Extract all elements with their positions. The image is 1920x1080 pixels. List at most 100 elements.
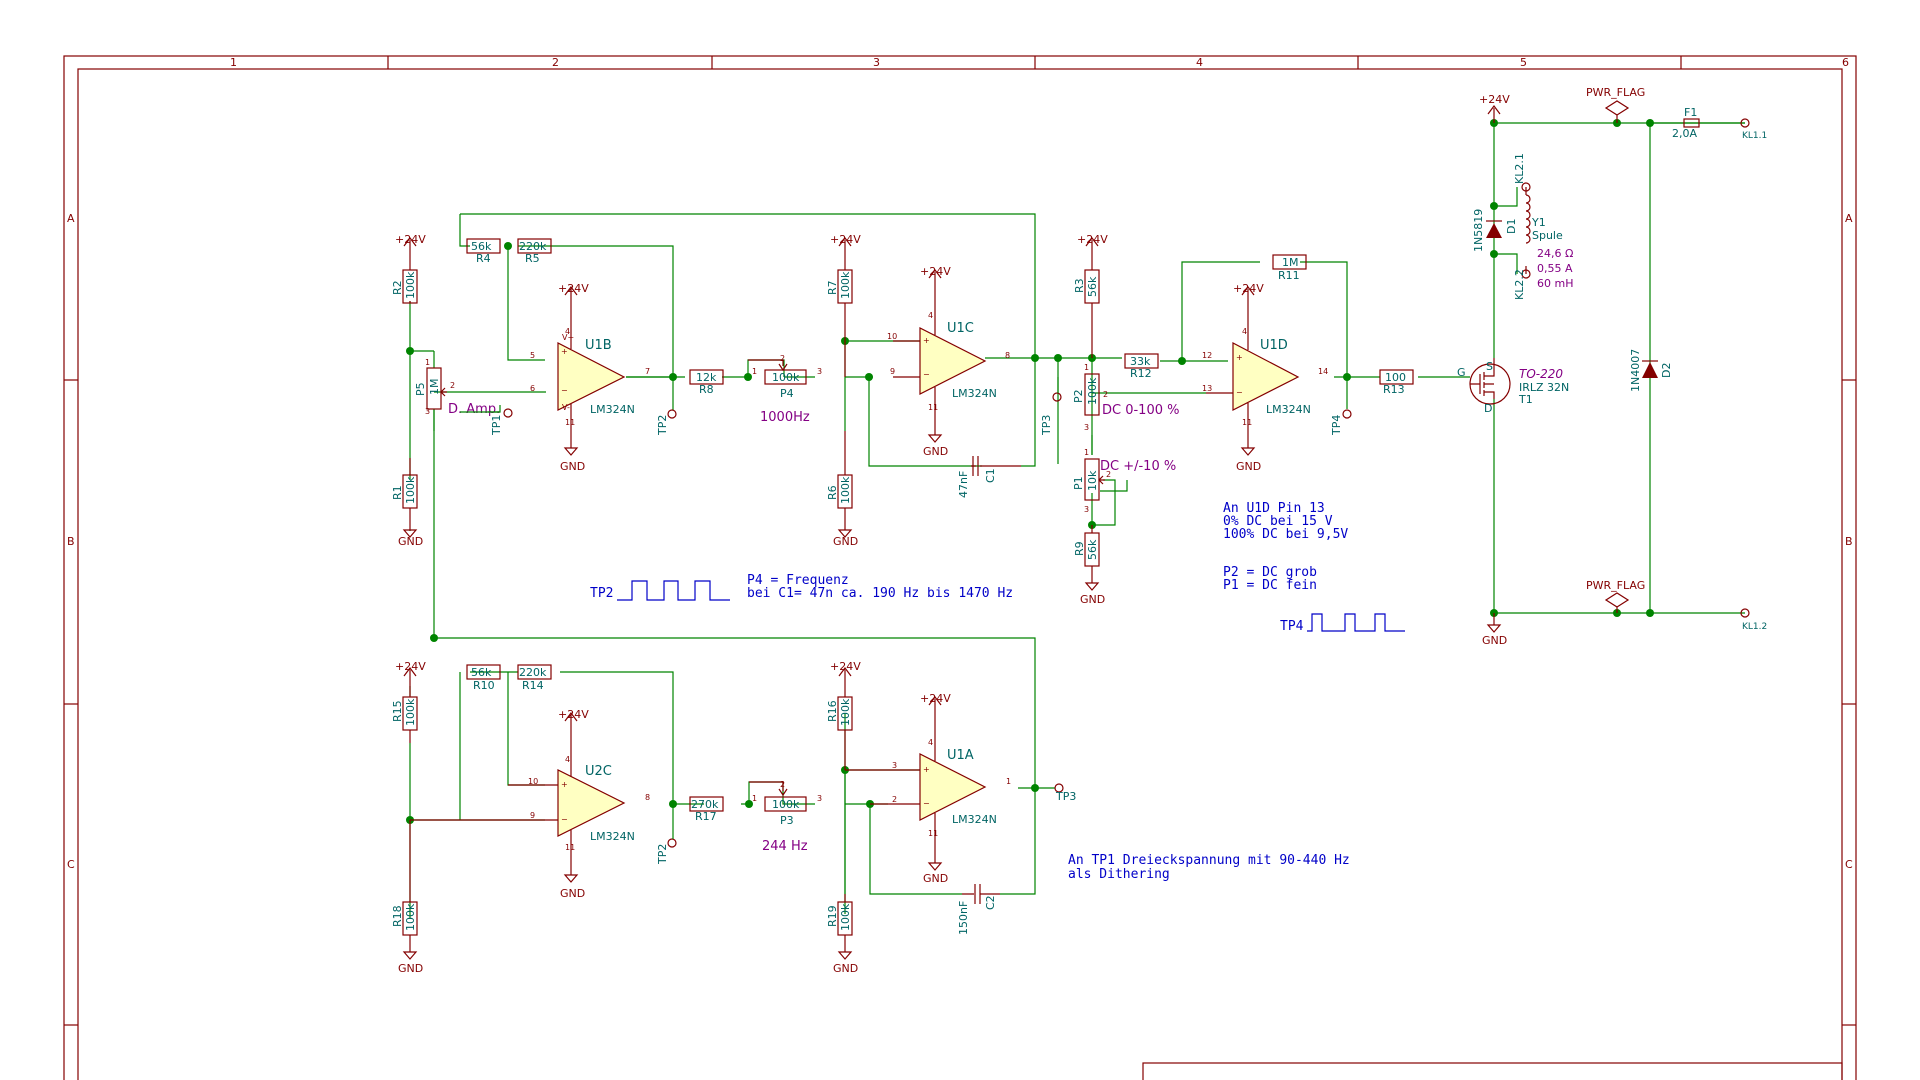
- svg-text:GND: GND: [923, 872, 948, 885]
- col-label-2: 2: [552, 56, 559, 69]
- resistor-r5: 220k R5: [517, 238, 552, 265]
- svg-text:11: 11: [565, 843, 575, 852]
- svg-text:TP2: TP2: [656, 844, 669, 865]
- svg-text:11: 11: [1242, 418, 1252, 427]
- svg-text:GND: GND: [560, 460, 585, 473]
- opamp-u1b: V+V- +− U1B LM324N 5 6 7 4 11: [530, 305, 650, 434]
- svg-text:R15: R15: [391, 700, 404, 722]
- vcc-symbol-u2c: +24V: [558, 708, 589, 731]
- svg-text:−: −: [923, 799, 930, 808]
- svg-text:KL2.2: KL2.2: [1513, 269, 1526, 300]
- svg-text:U1C: U1C: [947, 321, 974, 336]
- svg-text:S: S: [1486, 360, 1493, 373]
- svg-text:R13: R13: [1383, 383, 1405, 396]
- vcc-symbol-r7: +24V: [830, 233, 861, 256]
- svg-text:U1A: U1A: [947, 748, 974, 763]
- svg-text:TO-220: TO-220: [1519, 367, 1563, 381]
- svg-text:100k: 100k: [404, 903, 417, 931]
- gnd-symbol-coil: GND: [1482, 613, 1507, 647]
- svg-text:+24V: +24V: [395, 233, 426, 246]
- u1d-note-line3: 100% DC bei 9,5V: [1223, 527, 1348, 542]
- svg-text:100k: 100k: [772, 371, 800, 384]
- vcc-symbol-r16: +24V: [830, 660, 861, 686]
- resistor-r1: 100k R1: [391, 458, 418, 518]
- svg-text:0,55 A: 0,55 A: [1537, 262, 1573, 275]
- svg-text:100k: 100k: [404, 271, 417, 299]
- resistor-r16: 100k R16: [826, 686, 853, 770]
- p-note-line2: P1 = DC fein: [1223, 578, 1317, 593]
- vcc-symbol-coil: +24V: [1479, 93, 1510, 123]
- resistor-r4: 56k R4: [466, 238, 501, 265]
- svg-text:1: 1: [1006, 777, 1011, 786]
- diode-d1: D1 1N5819: [1472, 209, 1518, 252]
- gnd-symbol-u1c: GND: [923, 423, 948, 458]
- svg-text:6: 6: [530, 384, 535, 393]
- p4-note-line1: P4 = Frequenz: [747, 573, 849, 588]
- svg-text:G: G: [1457, 366, 1466, 379]
- svg-text:R17: R17: [695, 810, 717, 823]
- test-points: TP1 TP2 TP3 TP4 TP2 TP3: [460, 377, 1352, 865]
- row-label-b: B: [67, 535, 75, 548]
- svg-text:60 mH: 60 mH: [1537, 277, 1573, 290]
- resistor-r2: 100k R2: [391, 256, 418, 304]
- row-label-a: A: [67, 212, 75, 225]
- svg-text:220k: 220k: [519, 666, 547, 679]
- opamp-u1c: +− U1C LM324N 10 9 8 4 11: [887, 288, 1010, 423]
- pot-p2: 100k P2 DC 0-100 % 1 2 3: [1072, 363, 1179, 432]
- title-block: [1142, 1062, 1843, 1080]
- vcc-symbol-r3: +24V: [1077, 233, 1108, 256]
- resistors: 100k R2 100k R1 100k R7 100k R6 56k R3 5…: [391, 238, 1414, 946]
- svg-text:4: 4: [928, 311, 933, 320]
- svg-text:GND: GND: [923, 445, 948, 458]
- capacitor-c1: 47nF C1: [957, 456, 1021, 498]
- resistor-r7: 100k R7: [826, 256, 853, 377]
- svg-text:R2: R2: [391, 280, 404, 295]
- svg-text:9: 9: [530, 811, 535, 820]
- svg-text:1N4007: 1N4007: [1629, 349, 1642, 392]
- resistor-r18: 100k R18: [391, 820, 418, 946]
- svg-text:2: 2: [450, 381, 455, 390]
- tp2-waveform: TP2: [590, 580, 730, 601]
- svg-text:2: 2: [1106, 470, 1111, 479]
- svg-text:C2: C2: [984, 895, 997, 910]
- junctions: [406, 119, 1654, 824]
- svg-text:R6: R6: [826, 485, 839, 500]
- svg-text:T1: T1: [1518, 393, 1533, 406]
- svg-text:+24V: +24V: [830, 233, 861, 246]
- vcc-symbol-u1d: +24V: [1233, 282, 1264, 305]
- svg-text:+24V: +24V: [830, 660, 861, 673]
- svg-text:100k: 100k: [1086, 377, 1099, 405]
- resistor-r10: 56k R10: [466, 664, 501, 692]
- pot-p4: 100k P4 1000Hz 1 2 3: [748, 354, 822, 425]
- row-label-c: C: [67, 858, 75, 871]
- svg-text:100k: 100k: [839, 698, 852, 726]
- svg-text:TP3: TP3: [1055, 790, 1076, 803]
- svg-text:3: 3: [892, 761, 897, 770]
- svg-text:GND: GND: [833, 535, 858, 548]
- pot-p3: 100k P3 244 Hz 1 2 3: [749, 780, 822, 854]
- svg-text:10: 10: [887, 332, 897, 341]
- svg-text:TP4: TP4: [1330, 415, 1343, 436]
- resistor-r11: 1M R11: [1272, 254, 1307, 282]
- svg-text:100k: 100k: [839, 903, 852, 931]
- svg-text:2: 2: [780, 354, 785, 363]
- svg-text:12k: 12k: [696, 371, 717, 384]
- svg-text:4: 4: [565, 755, 570, 764]
- svg-text:1: 1: [1084, 448, 1089, 457]
- gnd-symbol-u1d: GND: [1236, 436, 1261, 473]
- resistor-r3: 56k R3: [1073, 256, 1100, 358]
- testpoint-tp4: TP4: [1330, 409, 1352, 436]
- svg-text:U2C: U2C: [585, 764, 612, 779]
- svg-text:KL2.1: KL2.1: [1513, 153, 1526, 184]
- tp1-note-line1: An TP1 Dreieckspannung mit 90-440 Hz: [1068, 853, 1350, 868]
- svg-text:PWR_FLAG: PWR_FLAG: [1586, 86, 1645, 99]
- svg-text:KL1.1: KL1.1: [1742, 131, 1767, 141]
- svg-text:2: 2: [780, 780, 785, 789]
- mosfet-t1: G S D TO-220 IRLZ 32N T1: [1457, 358, 1569, 415]
- fuse-f1: F1 2,0A: [1672, 106, 1700, 140]
- svg-text:−: −: [1236, 388, 1243, 397]
- svg-text:V-: V-: [562, 403, 570, 412]
- svg-text:GND: GND: [833, 962, 858, 975]
- svg-text:24,6 Ω: 24,6 Ω: [1537, 247, 1573, 260]
- svg-text:3: 3: [1084, 505, 1089, 514]
